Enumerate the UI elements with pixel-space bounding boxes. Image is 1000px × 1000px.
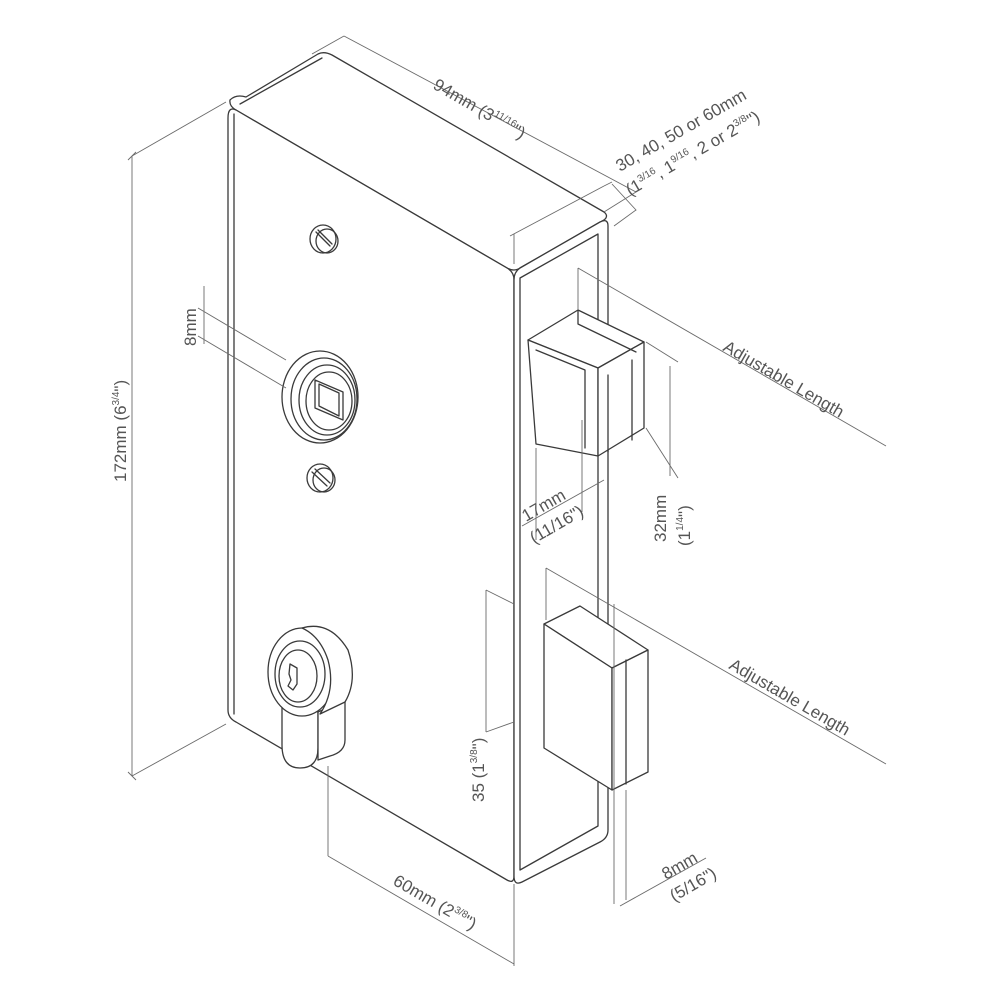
- cylinder-offset-label: 35 (13/8"): [469, 738, 488, 802]
- backset-label: 60mm (23/8"): [390, 871, 480, 934]
- latch-height-mm-label: 32mm: [651, 495, 670, 542]
- lower-screw: [306, 463, 336, 493]
- forend-rim: [519, 233, 599, 871]
- spindle-hub: [281, 350, 359, 444]
- top-edge-inner: [239, 57, 323, 105]
- latch-adjustable-label: Adjustable Length: [720, 337, 847, 422]
- dimension-lines: [127, 35, 887, 966]
- spindle-label: 8mm: [181, 308, 200, 346]
- upper-screw: [309, 224, 339, 254]
- height-label: 172mm (63/4"): [111, 380, 130, 482]
- latch-bolt: [527, 309, 645, 457]
- key-slot: [287, 663, 298, 691]
- bolt-adjustable-label: Adjustable Length: [726, 655, 853, 740]
- dead-bolt: [543, 605, 649, 791]
- latch-height-in-label: (11/4"): [675, 505, 694, 546]
- spindle-square-hole: [314, 379, 344, 421]
- euro-cylinder: [267, 625, 353, 769]
